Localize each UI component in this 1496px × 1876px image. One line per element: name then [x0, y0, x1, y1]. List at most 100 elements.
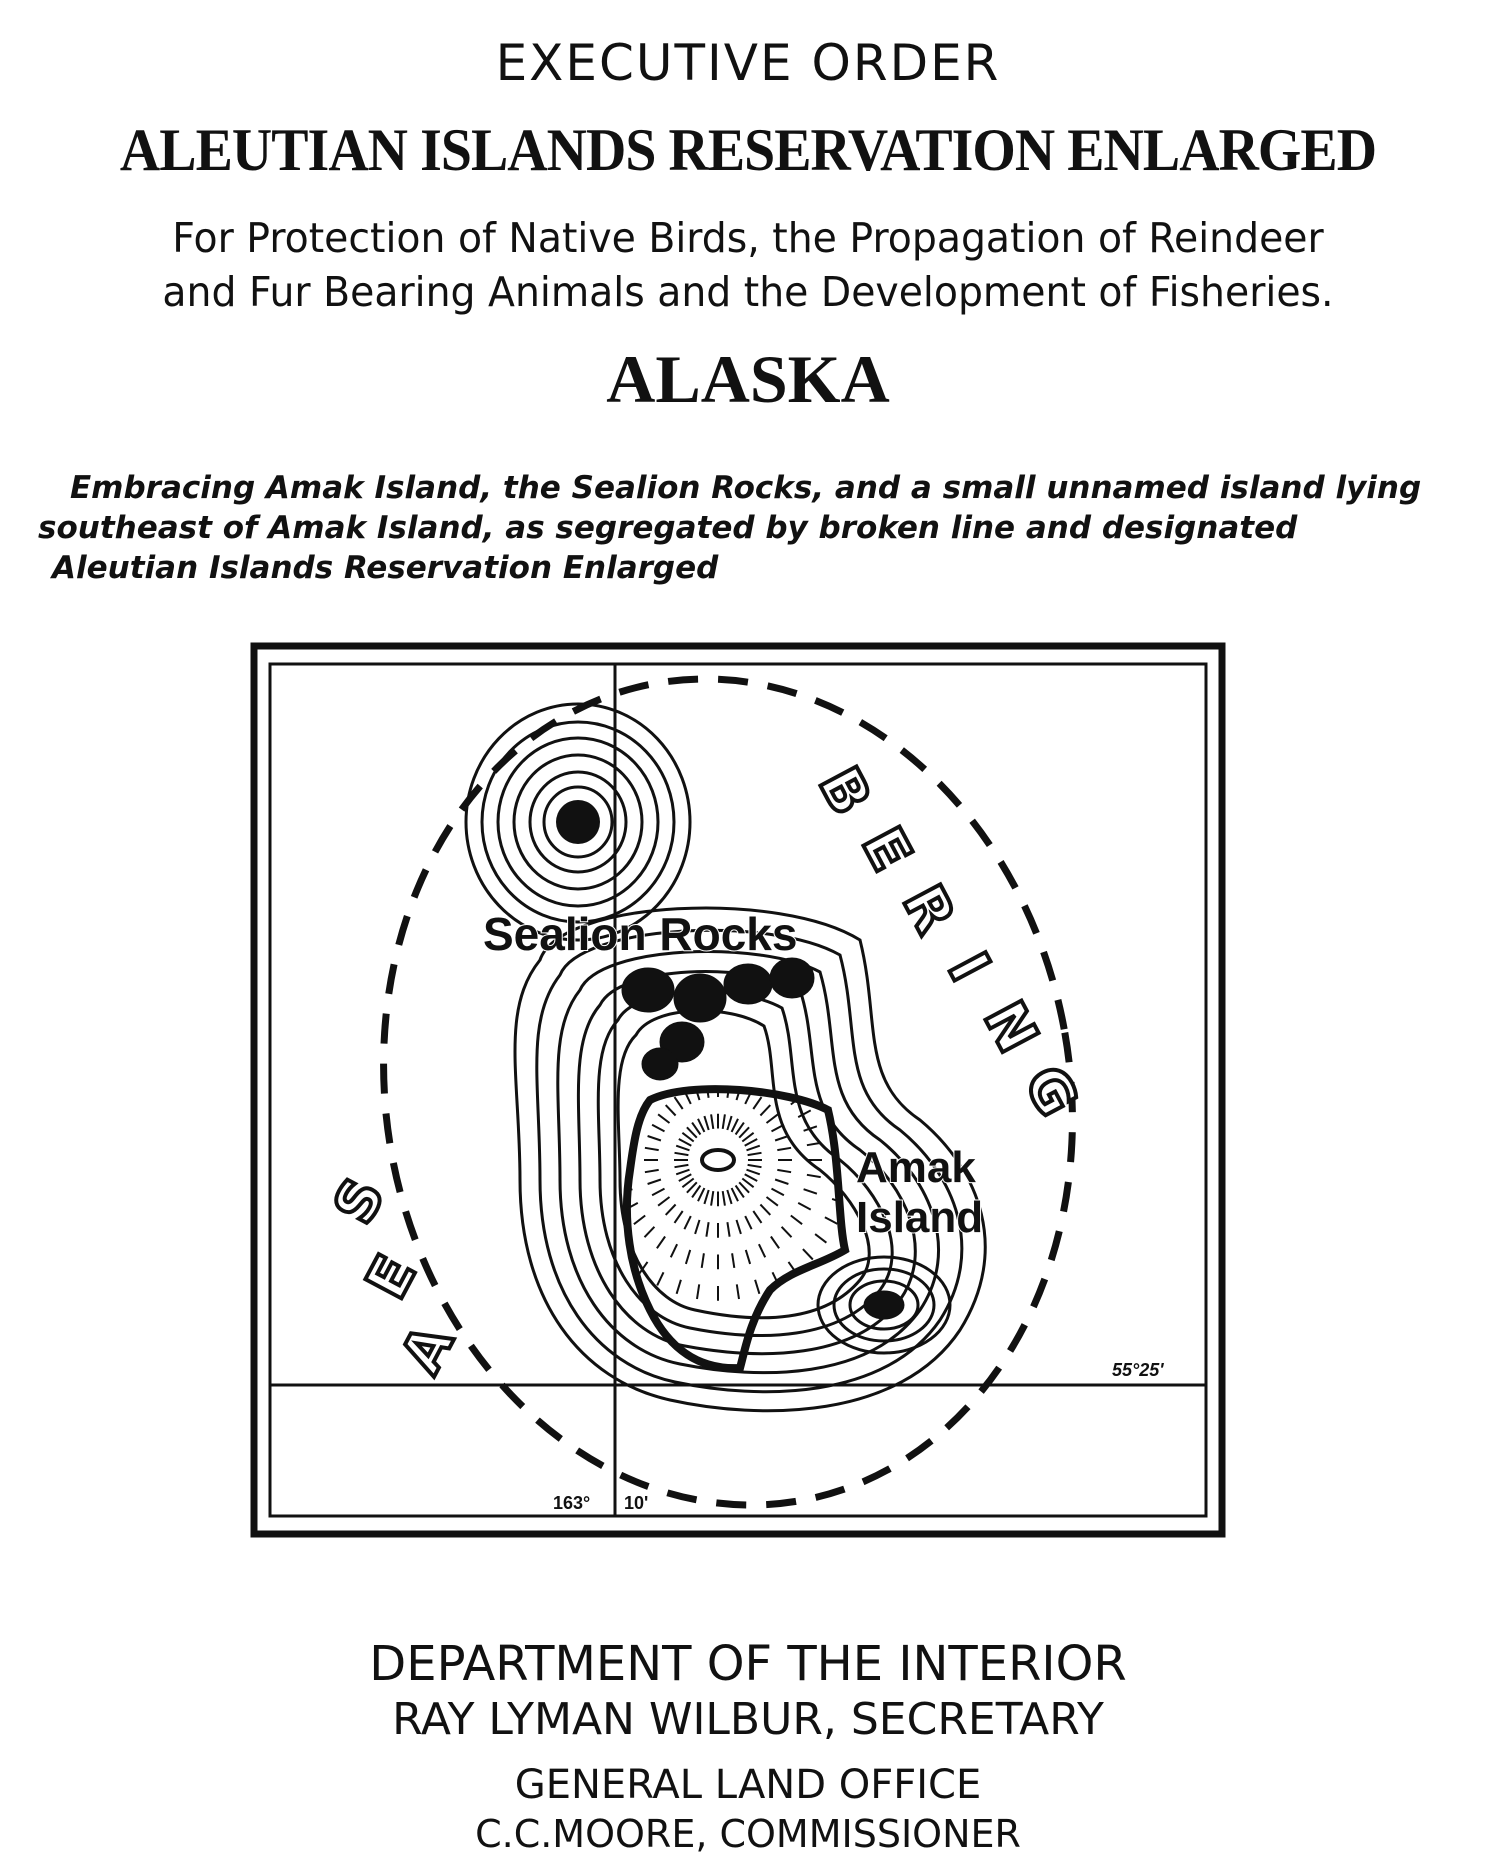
- hachure-mark: [824, 1216, 838, 1225]
- hachure-mark: [770, 1235, 780, 1249]
- hachure-mark: [746, 1144, 761, 1152]
- hachure-mark: [790, 1214, 803, 1225]
- hachure-mark: [673, 1096, 684, 1110]
- hachure-mark: [738, 1126, 750, 1139]
- hachure-mark: [664, 1104, 677, 1117]
- hachure-mark: [586, 1138, 600, 1140]
- bering-letter: G: [1011, 1056, 1090, 1127]
- label-amak-line2: Island: [856, 1193, 983, 1242]
- description-line-3: Aleutian Islands Reservation Enlarged: [52, 550, 719, 586]
- hachure-mark: [771, 1187, 785, 1197]
- hachure-mark: [674, 1163, 689, 1169]
- hachure-mark: [696, 1284, 701, 1300]
- map-frame-inner: [268, 662, 1208, 1518]
- hachure-mark: [746, 1168, 761, 1176]
- hachure-mark: [721, 1190, 726, 1206]
- hachure-mark: [683, 1215, 692, 1230]
- hachure-mark: [644, 1168, 659, 1174]
- hachure-mark: [721, 1114, 726, 1130]
- hachure-mark: [777, 1146, 792, 1152]
- hachure-mark: [759, 1104, 772, 1117]
- hachure-mark: [681, 1132, 695, 1143]
- hachure-mark: [673, 1210, 684, 1224]
- territory-heading: ALASKA: [606, 341, 890, 417]
- hachure-mark: [657, 1113, 671, 1124]
- hachure-mark: [691, 1122, 702, 1136]
- label-longitude-deg: 163°: [553, 1493, 590, 1513]
- hachure-mark: [771, 1123, 785, 1133]
- hachure-mark: [697, 1187, 706, 1202]
- hachure-mark: [626, 1202, 639, 1211]
- hachure-mark: [777, 1168, 792, 1174]
- hachure-mark: [623, 1061, 633, 1071]
- hachure-mark: [774, 1135, 789, 1142]
- label-latitude: 55°25': [1112, 1360, 1164, 1380]
- hachure-mark: [744, 1249, 752, 1265]
- hachure-mark: [726, 1089, 731, 1098]
- hachure-mark: [759, 1203, 772, 1216]
- hachure-mark: [710, 1190, 715, 1206]
- hachure-mark: [686, 1181, 698, 1194]
- hachure-mark: [697, 1118, 706, 1133]
- hachure-mark: [774, 1178, 789, 1185]
- bering-letter: N: [971, 991, 1050, 1063]
- hachure-mark: [726, 1189, 733, 1205]
- hachure-mark: [678, 1138, 692, 1147]
- hachure-mark: [647, 1135, 662, 1142]
- hachure-mark: [814, 1233, 828, 1244]
- hachure-mark: [735, 1219, 742, 1235]
- hachure-mark: [700, 1253, 705, 1269]
- hachure-mark: [803, 1188, 818, 1195]
- sealion-rocks-shapes: [621, 957, 815, 1081]
- hachure-mark: [675, 1144, 690, 1152]
- hachure-mark: [730, 1187, 739, 1202]
- hachure-mark: [643, 1226, 656, 1238]
- description-line-1: Embracing Amak Island, the Sealion Rocks…: [70, 470, 1422, 506]
- hachure-mark: [657, 1196, 671, 1207]
- hachure-mark: [644, 1146, 659, 1152]
- hachure-mark: [726, 1222, 731, 1237]
- hachure-mark: [638, 1261, 649, 1275]
- hachure-mark: [803, 1125, 818, 1132]
- hachure-mark: [656, 1235, 666, 1249]
- hachure-mark: [752, 1210, 763, 1224]
- hachure-mark: [664, 1203, 677, 1216]
- commissioner-name: C.C.MOORE, COMMISSIONER: [475, 1812, 1021, 1856]
- secretary-name: RAY LYMAN WILBUR, SECRETARY: [392, 1694, 1104, 1745]
- hachure-mark: [674, 1151, 689, 1157]
- hachure-mark: [806, 1141, 821, 1147]
- amak-summit: [700, 1148, 736, 1172]
- department-name: DEPARTMENT OF THE INTERIOR: [369, 1636, 1127, 1692]
- hachure-mark: [752, 1096, 763, 1110]
- office-name: GENERAL LAND OFFICE: [514, 1762, 982, 1808]
- label-sealion-rocks: Sealion Rocks: [483, 908, 797, 960]
- hachure-mark: [732, 1052, 734, 1067]
- hachure-mark: [647, 1178, 662, 1185]
- hachure-mark: [726, 1115, 733, 1131]
- label-amak-line1: Amak: [856, 1143, 976, 1192]
- hachure-mark: [780, 1226, 793, 1238]
- reservation-boundary: [380, 675, 1076, 1509]
- hachure-mark: [797, 1109, 812, 1118]
- slope-hachures: [586, 1026, 845, 1301]
- hachure-mark: [746, 1056, 750, 1070]
- amak-coastline: [622, 1085, 850, 1373]
- hachure-mark: [755, 1026, 759, 1040]
- hachure-mark: [773, 1035, 779, 1048]
- hachure-mark: [599, 1096, 612, 1103]
- hachure-mark: [730, 1118, 739, 1133]
- hachure-mark: [705, 1089, 710, 1098]
- label-longitude-min: 10': [624, 1493, 648, 1513]
- hachure-mark: [681, 1177, 695, 1188]
- hachure-mark: [734, 1184, 745, 1198]
- hachure-mark: [678, 1173, 692, 1182]
- hachure-mark: [747, 1163, 762, 1169]
- hachure-mark: [802, 1248, 814, 1261]
- hachure-mark: [626, 1125, 633, 1132]
- hachure-mark: [705, 1222, 710, 1237]
- document-title: ALEUTIAN ISLANDS RESERVATION ENLARGED: [119, 117, 1377, 183]
- hachure-mark: [694, 1219, 701, 1235]
- hachure-mark: [586, 1180, 600, 1182]
